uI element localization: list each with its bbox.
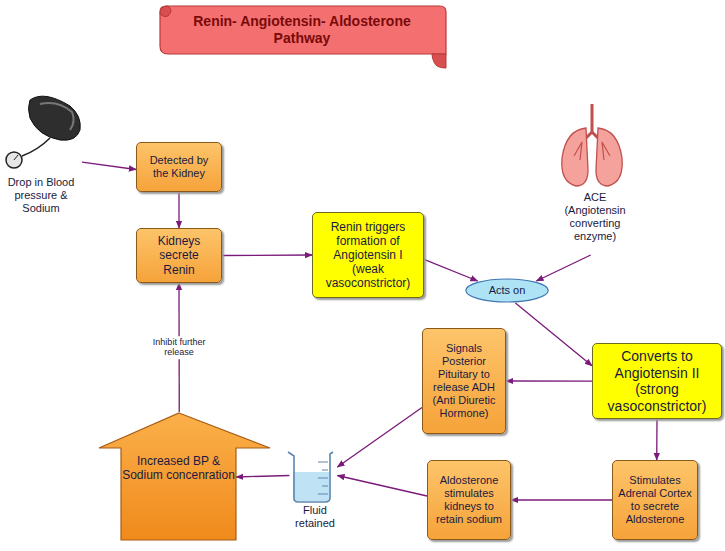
banner-curl <box>160 6 171 17</box>
process-box: Signals Posterior Pituitary to release A… <box>422 328 506 434</box>
up-arrow-outline <box>99 413 270 540</box>
ellipse-node: Acts on <box>465 278 549 303</box>
connector-arrow <box>236 476 289 478</box>
title: Renin- Angiotensin- Aldosterone Pathway <box>168 13 436 47</box>
connector-arrow <box>337 476 427 497</box>
gauge-needle <box>14 155 18 160</box>
banner-fold <box>432 54 446 68</box>
title-banner <box>160 6 446 68</box>
process-box: Aldosterone stimulates kidneys to retain… <box>427 460 511 540</box>
node-text: Signals Posterior Pituitary to release A… <box>428 342 500 420</box>
lungs <box>562 104 622 186</box>
process-box: Renin triggers formation of Angiotensin … <box>312 212 424 298</box>
banner-body <box>160 6 446 54</box>
process-box: Stimulates Adrenal Cortex to secrete Ald… <box>612 460 698 540</box>
node-text: Kidneys secrete Renin <box>142 234 216 276</box>
node-text: Increased BP & Sodium concenration <box>121 454 236 482</box>
blood-pressure-cuff <box>6 96 80 168</box>
icon-node: Fluid retained <box>283 450 347 535</box>
process-box: Converts to Angiotensin II (strong vasoc… <box>592 343 722 419</box>
connector-arrow <box>515 303 592 366</box>
connector-arrow <box>656 419 658 460</box>
gauge <box>6 152 22 168</box>
connector-arrow <box>222 254 312 256</box>
node-text: Detected by the Kidney <box>142 154 216 180</box>
icon-node: Drop in Blood pressure & Sodium <box>0 92 82 222</box>
node-text: Stimulates Adrenal Cortex to secrete Ald… <box>618 474 692 526</box>
cuff-band <box>40 103 74 130</box>
node-text: ACE (Angiotensin converting enzyme) <box>554 191 636 243</box>
connector-arrow <box>337 408 422 468</box>
icon-node: ACE (Angiotensin converting enzyme) <box>552 105 638 255</box>
cuff <box>29 96 81 140</box>
process-box: Kidneys secrete Renin <box>136 228 222 283</box>
node-text: Drop in Blood pressure & Sodium <box>2 176 80 215</box>
connector-arrow <box>82 162 136 169</box>
graduations <box>318 462 328 494</box>
tube <box>22 138 50 156</box>
edge-label: Inhibit further release <box>138 336 220 360</box>
connector-arrow <box>536 255 590 281</box>
connector-arrow <box>178 192 179 228</box>
connector-arrow <box>424 259 478 281</box>
process-box: Detected by the Kidney <box>136 142 222 192</box>
arrow-shape: Increased BP & Sodium concenration <box>97 412 272 542</box>
left-lung <box>562 128 588 186</box>
beaker <box>288 452 333 502</box>
node-text: Converts to Angiotensin II (strong vasoc… <box>598 348 716 414</box>
beaker-glass <box>288 452 333 502</box>
right-lung <box>596 128 622 186</box>
ellipse-outline <box>466 279 548 302</box>
connector-arrow <box>506 380 592 381</box>
node-text: Acts on <box>489 284 526 297</box>
bronchi <box>574 142 610 160</box>
node-text: Renin triggers formation of Angiotensin … <box>318 220 418 291</box>
node-text: Fluid retained <box>285 504 345 530</box>
connector-arrow <box>511 499 612 500</box>
node-text: Aldosterone stimulates kidneys to retain… <box>433 474 505 526</box>
